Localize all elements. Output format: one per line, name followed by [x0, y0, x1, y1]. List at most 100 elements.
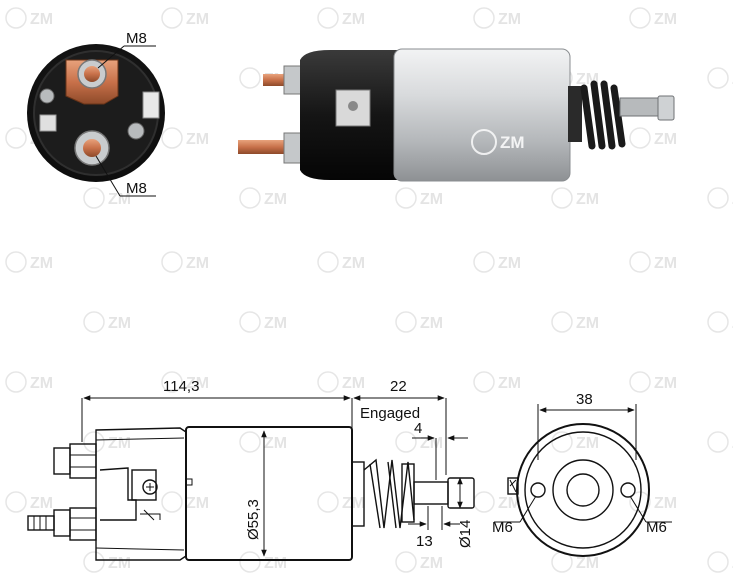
watermark-logo: ZM [473, 251, 521, 273]
watermark-logo: ZM [629, 371, 677, 393]
svg-text:ZM: ZM [500, 133, 525, 152]
svg-text:ZM: ZM [186, 255, 209, 272]
svg-text:ZM: ZM [654, 375, 677, 392]
watermark-logo: ZM [629, 7, 677, 29]
watermark-logo: ZM [707, 551, 733, 573]
watermark-logo: ZM [395, 311, 443, 333]
watermark-logo: ZM [239, 431, 287, 453]
svg-text:ZM: ZM [264, 191, 287, 208]
watermark-logo: ZM [5, 371, 53, 393]
dim-label-thread-left: M6 [492, 519, 513, 536]
svg-text:ZM: ZM [576, 315, 599, 332]
small-screw-left [39, 88, 55, 104]
svg-text:ZM: ZM [186, 495, 209, 512]
svg-text:ZM: ZM [498, 11, 521, 28]
svg-text:ZM: ZM [108, 191, 131, 208]
end-plunger-circle [566, 473, 600, 507]
watermark-logo: ZM [395, 187, 443, 209]
technical-side-drawing: 114,3 22 Engaged Ø55,3 [27, 378, 475, 561]
svg-text:ZM: ZM [576, 191, 599, 208]
watermark-logo: ZM [707, 431, 733, 453]
svg-text:ZM: ZM [342, 375, 365, 392]
technical-end-drawing: 38 M6 M6 [492, 391, 672, 557]
watermark-logo: ZM [317, 371, 365, 393]
dim-label-end-width: 38 [576, 391, 593, 408]
return-spring [580, 80, 626, 150]
svg-text:ZM: ZM [108, 555, 131, 572]
watermark-logo: ZM [395, 551, 443, 573]
watermark-logo: ZM [707, 187, 733, 209]
label-m8-top: M8 [126, 30, 147, 47]
dim-label-stroke: 22 [390, 378, 407, 395]
svg-text:ZM: ZM [498, 375, 521, 392]
photo-side-view: ZM [238, 48, 675, 182]
lower-stud-thread [27, 515, 55, 531]
watermark-logo: ZM [551, 311, 599, 333]
watermark-logo: ZM [161, 7, 209, 29]
svg-text:ZM: ZM [654, 131, 677, 148]
dim-label-13: 13 [416, 533, 433, 550]
watermark-logo: ZM [317, 7, 365, 29]
svg-text:ZM: ZM [342, 11, 365, 28]
watermark-logo: ZM [473, 7, 521, 29]
plunger-tip [657, 95, 675, 121]
end-outer-circle [516, 423, 650, 557]
svg-text:ZM: ZM [498, 255, 521, 272]
upper-hex-nut [283, 65, 303, 95]
mount-hole-left [530, 482, 546, 498]
svg-text:ZM: ZM [654, 11, 677, 28]
svg-text:ZM: ZM [420, 315, 443, 332]
label-leader-bottom [95, 155, 121, 197]
body-logo: ZM [471, 129, 525, 155]
watermark-logo: ZM [161, 371, 209, 393]
svg-text:ZM: ZM [576, 435, 599, 452]
svg-text:ZM: ZM [264, 555, 287, 572]
end-ring [568, 86, 582, 142]
watermark-logo: ZM [5, 7, 53, 29]
drawing-spring [363, 458, 415, 529]
dim-label-length: 114,3 [163, 378, 199, 395]
svg-text:ZM: ZM [342, 495, 365, 512]
watermark-logo: ZM [161, 127, 209, 149]
watermark-logo: ZM [551, 431, 599, 453]
watermark-logo: ZM [317, 251, 365, 273]
dim-label-plunger-diameter: Ø14 [457, 520, 474, 548]
watermark-logo: ZM [395, 431, 443, 453]
watermark-logo: ZM [83, 187, 131, 209]
watermark-logo: ZM [707, 67, 733, 89]
watermark-logo: ZM [473, 371, 521, 393]
small-screw-right [127, 122, 145, 140]
watermark-logo: ZM [83, 551, 131, 573]
watermark-logo: ZM [473, 491, 521, 513]
svg-text:ZM: ZM [30, 375, 53, 392]
svg-text:ZM: ZM [498, 495, 521, 512]
svg-text:ZM: ZM [30, 255, 53, 272]
photo-front-view: M8 M8 [27, 30, 165, 197]
svg-text:ZM: ZM [30, 11, 53, 28]
svg-text:ZM: ZM [108, 315, 131, 332]
watermark-logo: ZM [83, 311, 131, 333]
svg-text:ZM: ZM [30, 495, 53, 512]
watermark-logo: ZM [707, 311, 733, 333]
end-inner-ring [552, 459, 614, 521]
watermark-logo: ZM [5, 251, 53, 273]
dim-label-body-diameter: Ø55,3 [245, 499, 262, 540]
mount-hole-right [620, 482, 636, 498]
svg-text:ZM: ZM [264, 435, 287, 452]
svg-text:ZM: ZM [420, 191, 443, 208]
svg-text:ZM: ZM [264, 315, 287, 332]
watermark-logo: ZM [239, 187, 287, 209]
svg-text:ZM: ZM [186, 375, 209, 392]
svg-text:ZM: ZM [186, 131, 209, 148]
svg-text:ZM: ZM [576, 555, 599, 572]
svg-text:ZM: ZM [654, 255, 677, 272]
svg-text:ZM: ZM [342, 255, 365, 272]
lower-stud [238, 140, 293, 154]
watermark-logo: ZM [239, 311, 287, 333]
watermark-logo: ZM [629, 251, 677, 273]
watermark-logo: ZM [83, 431, 131, 453]
silver-body [393, 48, 571, 182]
drawing-plunger-rod [413, 481, 449, 505]
label-m8-bottom: M8 [126, 180, 147, 197]
